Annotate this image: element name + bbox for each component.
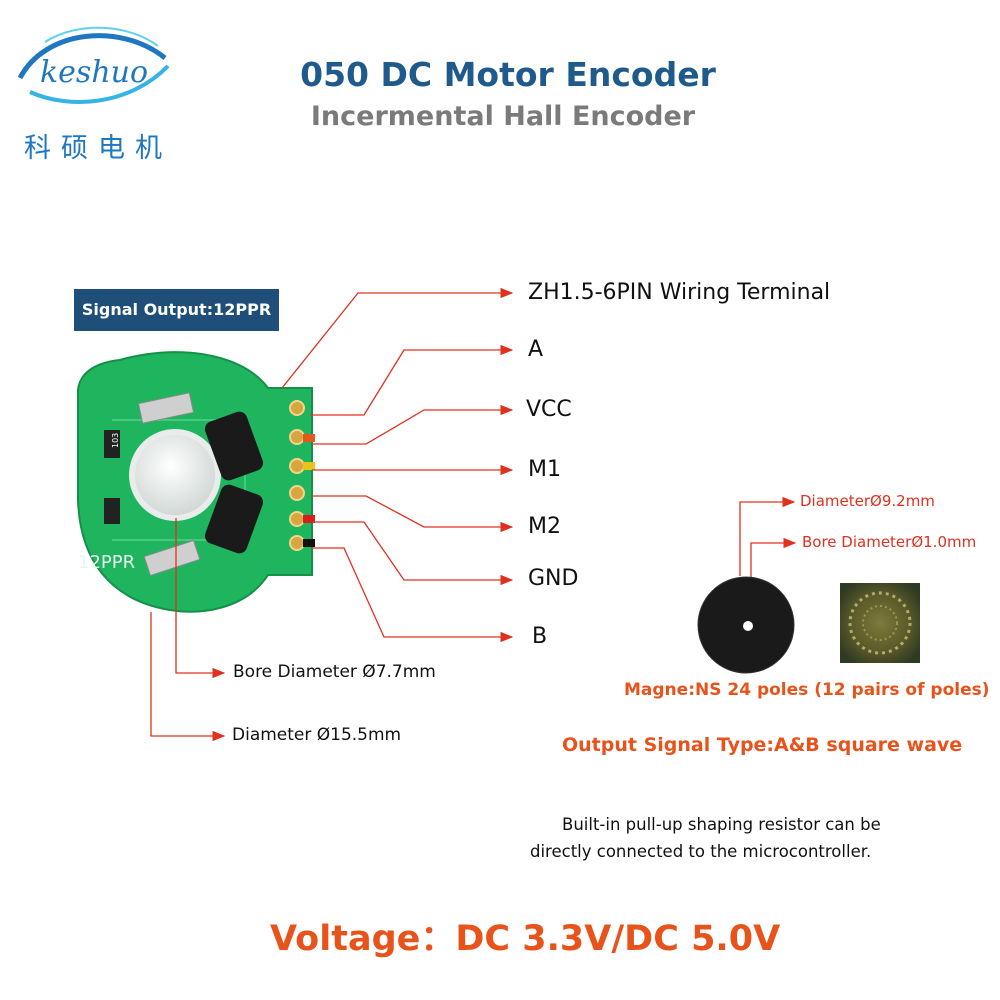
bore-hole [129,429,221,521]
page-title: 050 DC Motor Encoder [300,55,716,94]
pin-label-gnd: GND [528,566,579,591]
magnet-info: Magne:NS 24 poles (12 pairs of poles) [624,680,990,700]
pin-label-b: B [532,624,548,649]
leader-gnd [312,521,514,586]
pin-label-terminal: ZH1.5-6PIN Wiring Terminal [528,280,831,305]
magnet-diameter-label: DiameterØ9.2mm [800,492,935,510]
page-subtitle: Incermental Hall Encoder [310,101,696,132]
signal-output-badge: Signal Output:12PPR [74,289,279,331]
leader-magnet-diameter [739,496,796,576]
output-signal-type: Output Signal Type:A&B square wave [562,734,963,756]
encoder-pcb: 103 12PPR [77,351,315,613]
pin-label-a: A [528,337,544,362]
pin-label-m1: M1 [528,457,561,482]
pin-label-vcc: VCC [526,397,572,422]
hall-sensor-top [204,411,264,481]
magnet-pole-photo [840,583,920,663]
magnet-ring [697,576,795,674]
pcb-silkscreen: 12PPR [78,552,135,573]
voltage-spec: Voltage：DC 3.3V/DC 5.0V [270,919,781,959]
hall-sensor-bottom [204,484,264,554]
magnet-bore-label: Bore DiameterØ1.0mm [802,533,977,551]
resistor-code: 103 [111,433,120,448]
leader-terminal [281,287,514,389]
diameter-label: Diameter Ø15.5mm [232,725,402,745]
leader-a [310,344,514,416]
pin-label-m2: M2 [528,514,561,539]
leader-m2 [312,495,514,533]
leader-b [312,547,514,643]
note-line-2: directly connected to the microcontrolle… [530,842,872,861]
leader-bore [175,518,226,679]
leader-vcc [312,404,514,445]
bore-diameter-label: Bore Diameter Ø7.7mm [233,662,436,682]
note-line-1: Built-in pull-up shaping resistor can be [562,815,881,834]
leader-diameter [150,612,226,742]
logo-cn-name: 科硕电机 [24,133,172,164]
